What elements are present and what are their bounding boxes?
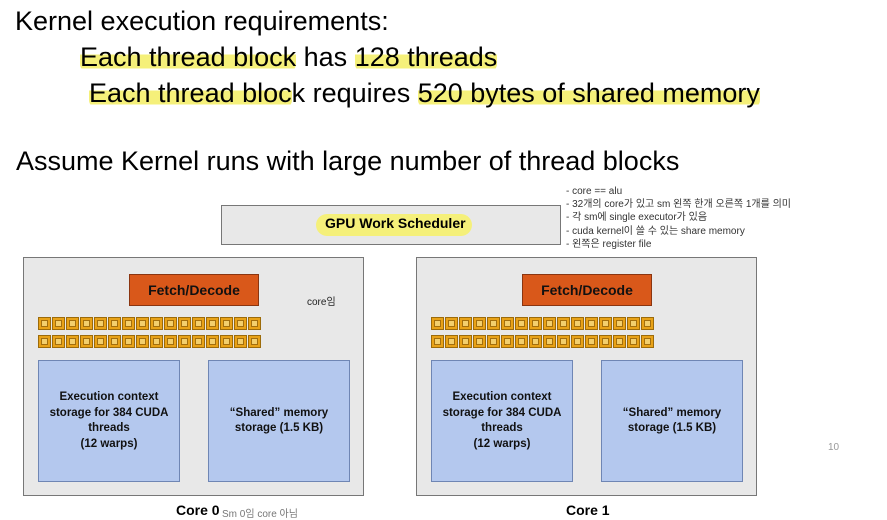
alu-core-cell — [627, 317, 640, 330]
alu-core-cell — [178, 317, 191, 330]
alu-core-cell — [571, 335, 584, 348]
alu-core-cell — [94, 317, 107, 330]
alu-core-cell — [38, 335, 51, 348]
alu-core-cell — [543, 317, 556, 330]
alu-core-cell — [599, 317, 612, 330]
alu-core-cell — [234, 317, 247, 330]
alu-core-cell — [38, 317, 51, 330]
alu-core-cell — [178, 335, 191, 348]
assumption-text: Assume Kernel runs with large number of … — [16, 146, 680, 176]
alu-core-cell — [459, 317, 472, 330]
alu-core-cell — [248, 335, 261, 348]
core-0-execution-context: Execution context storage for 384 CUDA t… — [38, 360, 180, 482]
note-line: - core == alu — [566, 186, 623, 197]
alu-core-cell — [108, 317, 121, 330]
alu-core-cell — [94, 335, 107, 348]
core-0-note: Sm 0임 core 아님 — [222, 509, 298, 520]
alu-core-cell — [66, 317, 79, 330]
alu-core-cell — [206, 317, 219, 330]
requirement-shared-memory: Each thread block requires 520 bytes of … — [89, 78, 760, 108]
core-annotation: core임 — [307, 297, 336, 308]
alu-core-cell — [473, 317, 486, 330]
alu-core-cell — [220, 317, 233, 330]
alu-core-cell — [487, 317, 500, 330]
core-1-alu-row-1 — [431, 317, 654, 330]
fetch-decode-label: Fetch/Decode — [541, 282, 633, 298]
highlight-threads-count: 128 threads — [354, 42, 498, 72]
alu-core-cell — [192, 317, 205, 330]
alu-core-cell — [543, 335, 556, 348]
alu-core-cell — [557, 317, 570, 330]
core-0-label: Core 0 — [176, 502, 220, 518]
alu-core-cell — [641, 335, 654, 348]
core-0-fetch-decode: Fetch/Decode — [129, 274, 259, 306]
alu-core-cell — [501, 317, 514, 330]
core-0-shared-memory: “Shared” memory storage (1.5 KB) — [208, 360, 350, 482]
heading-requirements: Kernel execution requirements: — [15, 6, 389, 36]
alu-core-cell — [52, 317, 65, 330]
requirement-text: has — [296, 42, 355, 72]
alu-core-cell — [599, 335, 612, 348]
alu-core-cell — [206, 335, 219, 348]
alu-core-cell — [136, 317, 149, 330]
alu-core-cell — [80, 317, 93, 330]
note-line: - 각 sm에 single executor가 있음 — [566, 212, 708, 224]
note-line: - 왼쪽은 register file — [566, 238, 652, 250]
alu-core-cell — [248, 317, 261, 330]
alu-core-cell — [220, 335, 233, 348]
highlight-thread-block-2: Each thread bloc — [89, 78, 292, 108]
alu-core-cell — [445, 317, 458, 330]
alu-core-cell — [150, 335, 163, 348]
alu-core-cell — [473, 335, 486, 348]
alu-core-cell — [585, 335, 598, 348]
alu-core-cell — [515, 335, 528, 348]
alu-core-cell — [431, 335, 444, 348]
core-1-fetch-decode: Fetch/Decode — [522, 274, 652, 306]
alu-core-cell — [613, 335, 626, 348]
alu-core-cell — [164, 335, 177, 348]
core-1-label: Core 1 — [566, 502, 610, 518]
page-number: 10 — [828, 442, 840, 453]
alu-core-cell — [192, 335, 205, 348]
alu-core-cell — [585, 317, 598, 330]
alu-core-cell — [150, 317, 163, 330]
requirement-text-2: k requires — [291, 78, 418, 108]
alu-core-cell — [122, 317, 135, 330]
alu-core-cell — [164, 317, 177, 330]
alu-core-cell — [529, 335, 542, 348]
core-0-alu-row-1 — [38, 317, 261, 330]
core-1-alu-row-2 — [431, 335, 654, 348]
fetch-decode-label: Fetch/Decode — [148, 282, 240, 298]
scheduler-highlight — [316, 214, 472, 236]
alu-core-cell — [52, 335, 65, 348]
alu-core-cell — [557, 335, 570, 348]
alu-core-cell — [66, 335, 79, 348]
alu-core-cell — [234, 335, 247, 348]
alu-core-cell — [571, 317, 584, 330]
note-line: - cuda kernel이 쓸 수 있는 share memory — [566, 225, 745, 237]
alu-core-cell — [487, 335, 500, 348]
core-1-execution-context: Execution context storage for 384 CUDA t… — [431, 360, 573, 482]
alu-core-cell — [501, 335, 514, 348]
alu-core-cell — [431, 317, 444, 330]
alu-core-cell — [641, 317, 654, 330]
core-1-shared-memory: “Shared” memory storage (1.5 KB) — [601, 360, 743, 482]
note-line: - 32개의 core가 있고 sm 왼쪽 한개 오른쪽 1개를 의미 — [566, 199, 792, 211]
alu-core-cell — [529, 317, 542, 330]
alu-core-cell — [613, 317, 626, 330]
alu-core-cell — [108, 335, 121, 348]
alu-core-cell — [515, 317, 528, 330]
alu-core-cell — [445, 335, 458, 348]
requirement-threads: Each thread block has 128 threads — [80, 42, 498, 72]
alu-core-cell — [80, 335, 93, 348]
highlight-thread-block: Each thread block — [80, 42, 297, 72]
alu-core-cell — [122, 335, 135, 348]
highlight-bytes: 520 bytes of shared memory — [417, 78, 760, 108]
alu-core-cell — [627, 335, 640, 348]
annotation-notes: - core == alu - 32개의 core가 있고 sm 왼쪽 한개 오… — [566, 185, 791, 251]
gpu-work-scheduler-label: GPU Work Scheduler — [325, 215, 466, 231]
alu-core-cell — [136, 335, 149, 348]
core-0-alu-row-2 — [38, 335, 261, 348]
alu-core-cell — [459, 335, 472, 348]
